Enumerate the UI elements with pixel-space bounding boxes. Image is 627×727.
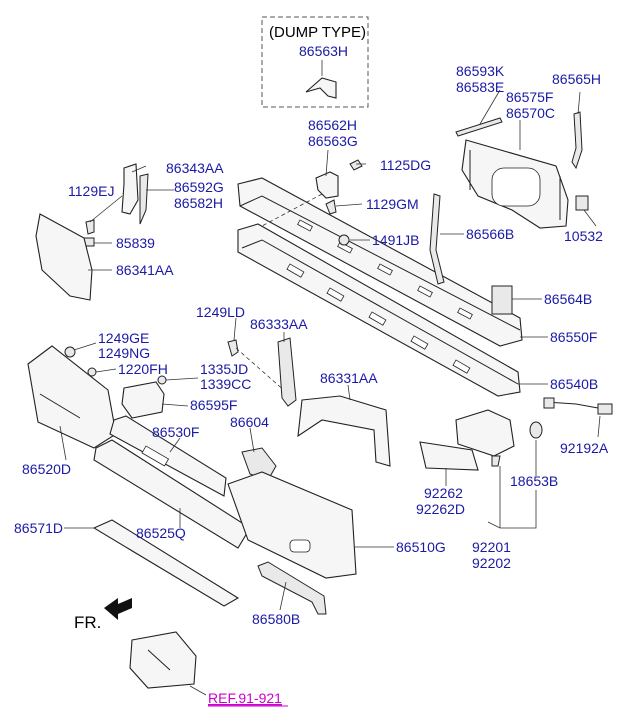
dump-type-part-label: 86563H <box>299 43 348 59</box>
lower-panel <box>93 439 251 549</box>
label-1249NG: 1249NG <box>98 345 150 361</box>
label-1249GE: 1249GE <box>98 330 149 346</box>
label-86520D: 86520D <box>22 461 71 477</box>
reference-link[interactable]: REF.91-921 <box>208 690 282 706</box>
dump-bracket <box>305 77 337 99</box>
label-86593K: 86593K <box>456 63 505 79</box>
dump-type-box: (DUMP TYPE) 86563H <box>261 16 369 108</box>
label-86564B: 86564B <box>544 291 592 307</box>
label-1220FH: 1220FH <box>118 361 168 377</box>
label-86333AA: 86333AA <box>250 316 308 332</box>
bulb <box>529 421 543 439</box>
dump-type-title: (DUMP TYPE) <box>269 24 366 41</box>
reference-lamp <box>129 631 197 689</box>
left-stay <box>139 173 149 225</box>
label-86595F: 86595F <box>190 397 237 413</box>
label-86341AA: 86341AA <box>116 262 174 278</box>
front-direction-indicator: FR. <box>74 598 132 632</box>
upper-reinforcement-bar <box>237 177 523 347</box>
front-bumper-face <box>27 345 117 449</box>
arrow-icon <box>104 598 132 620</box>
label-86563G: 86563G <box>308 133 358 149</box>
radiator-support-frame <box>461 139 569 229</box>
label-86580B: 86580B <box>252 611 300 627</box>
grille-bar <box>109 415 227 497</box>
label-92262D: 92262D <box>416 501 465 517</box>
label-86562H: 86562H <box>308 117 357 133</box>
label-1129GM: 1129GM <box>366 196 419 212</box>
long-strip <box>429 193 445 285</box>
fog-lamp <box>455 409 515 457</box>
label-86570C: 86570C <box>506 105 555 121</box>
label-18653B: 18653B <box>510 473 558 489</box>
stay-strip <box>455 117 503 137</box>
label-86583E: 86583E <box>456 79 504 95</box>
stay-86333aa <box>277 337 297 407</box>
clip <box>575 195 589 211</box>
bolt-1249ge <box>64 346 76 358</box>
screw-1129ej <box>85 219 95 235</box>
end-cap <box>297 395 391 467</box>
label-1491JB: 1491JB <box>372 232 419 248</box>
bolt-1125dg <box>349 159 363 171</box>
label-86575F: 86575F <box>506 89 553 105</box>
label-86582H: 86582H <box>174 195 223 211</box>
label-86331AA: 86331AA <box>320 370 378 386</box>
label-86604: 86604 <box>230 414 269 430</box>
label-1339CC: 1339CC <box>200 376 251 392</box>
label-86565H: 86565H <box>552 71 601 87</box>
clip-1491jb <box>338 234 350 246</box>
plate <box>491 285 513 315</box>
label-92262: 92262 <box>424 485 463 501</box>
nut-1335jd <box>157 375 167 385</box>
bolt-1129gm <box>325 199 337 215</box>
label-86343AA: 86343AA <box>166 160 224 176</box>
center-bracket <box>315 171 339 199</box>
side-bracket <box>571 111 583 170</box>
label-85839: 85839 <box>116 235 155 251</box>
label-1125DG: 1125DG <box>380 157 431 173</box>
bracket-86604 <box>241 447 277 481</box>
lower-bumper-beam <box>237 223 521 397</box>
label-1249LD: 1249LD <box>196 304 245 320</box>
label-86592G: 86592G <box>174 179 224 195</box>
bezel <box>419 441 479 471</box>
label-86550F: 86550F <box>550 329 597 345</box>
label-1335JD: 1335JD <box>200 361 248 377</box>
label-1129EJ: 1129EJ <box>68 183 114 199</box>
label-86566B: 86566B <box>466 226 514 242</box>
direction-label: FR. <box>74 613 101 632</box>
left-bracket <box>121 163 139 215</box>
stay-86580b <box>257 561 327 615</box>
label-92202: 92202 <box>472 555 511 571</box>
harness <box>545 401 599 409</box>
leader-lines <box>59 89 601 696</box>
bracket-86595f <box>121 381 165 419</box>
label-92201: 92201 <box>472 539 511 555</box>
label-86571D: 86571D <box>14 520 63 536</box>
label-10532: 10532 <box>564 228 603 244</box>
part-labels: 86593K 86583E 86565H 86575F 86570C 86562… <box>14 63 609 627</box>
bolt-1249ld <box>227 339 239 357</box>
label-92192A: 92192A <box>560 440 609 456</box>
left-end-piece <box>35 213 93 301</box>
label-86540B: 86540B <box>550 376 598 392</box>
label-86525Q: 86525Q <box>136 525 186 541</box>
main-bumper-shell <box>227 471 357 579</box>
label-86510G: 86510G <box>396 539 446 555</box>
label-86530F: 86530F <box>152 424 199 440</box>
skid-plate <box>92 519 240 607</box>
